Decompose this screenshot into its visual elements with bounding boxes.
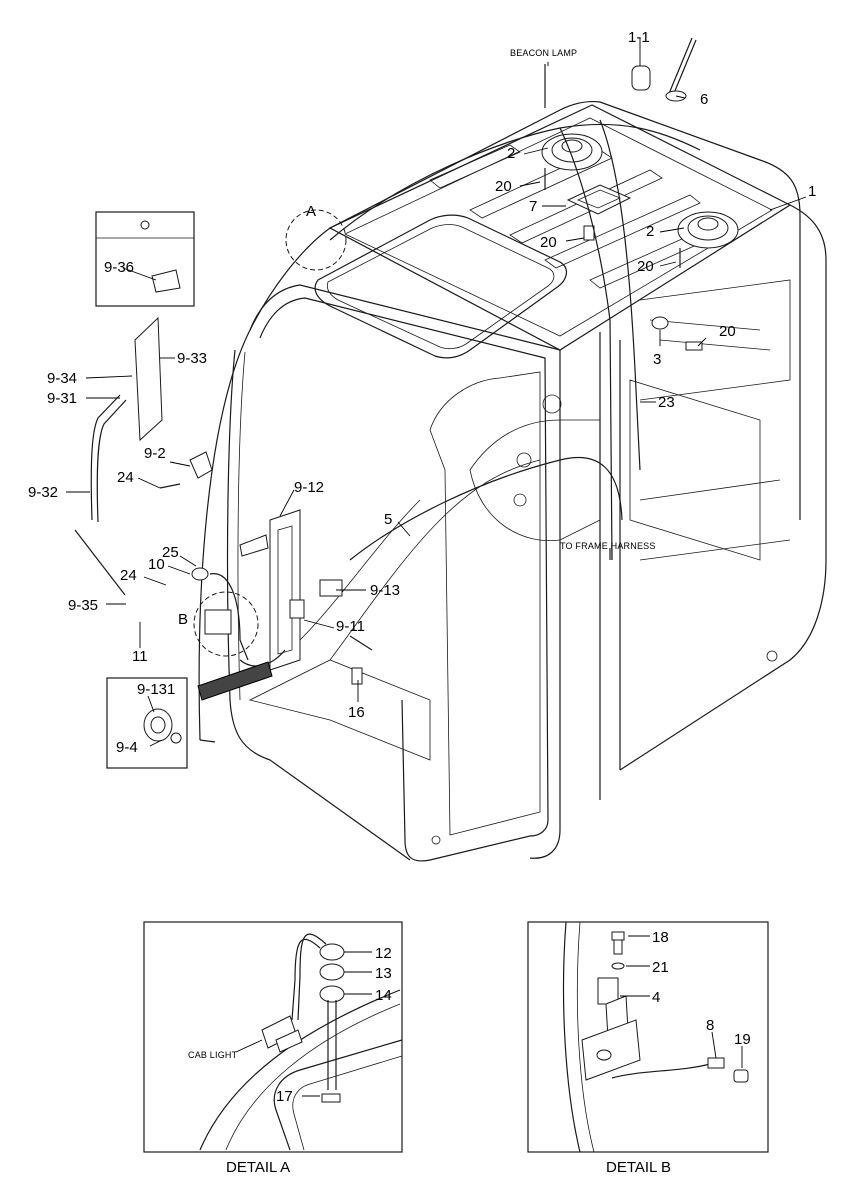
- detail-a-caption: DETAIL A: [226, 1159, 290, 1176]
- detail-b-callout-8: 8: [706, 1017, 714, 1034]
- cab-body-drawing: [198, 100, 827, 862]
- direction-arrow: [197, 661, 273, 701]
- callout-20-d: 20: [719, 323, 736, 340]
- note-beacon-lamp: BEACON LAMP: [510, 48, 577, 58]
- callout-24-a: 24: [117, 469, 134, 486]
- detail-b-callout-4: 4: [652, 989, 660, 1006]
- callout-2-right: 2: [646, 223, 654, 240]
- callout-9-12: 9-12: [294, 479, 324, 496]
- detail-b-marker: B: [178, 611, 188, 628]
- callout-9-4: 9-4: [116, 739, 138, 756]
- callout-1-1: 1-1: [628, 29, 650, 46]
- callout-9-31: 9-31: [47, 390, 77, 407]
- inset-box-9-131: [106, 677, 188, 769]
- detail-b-callout-19: 19: [734, 1031, 751, 1048]
- callout-3: 3: [653, 351, 661, 368]
- callout-9-35: 9-35: [68, 597, 98, 614]
- callout-9-11: 9-11: [336, 618, 365, 635]
- speaker-right: [677, 211, 739, 268]
- callout-20-b: 20: [540, 234, 557, 251]
- callout-9-13: 9-13: [370, 582, 400, 599]
- callout-1: 1: [808, 183, 816, 200]
- callout-9-2: 9-2: [144, 445, 166, 462]
- note-to-frame-harness: TO FRAME HARNESS: [560, 541, 656, 551]
- harness-connector-3: [651, 316, 703, 351]
- detail-b-circle: B: [178, 591, 259, 657]
- detail-b-callout-18: 18: [652, 929, 669, 946]
- callout-labels: 1-1 6 1 2 20 7 20 2 20 3 20 23 9-36 9-33…: [28, 29, 816, 756]
- callout-2-top: 2: [507, 145, 515, 162]
- detail-b-callout-21: 21: [652, 959, 669, 976]
- callout-23: 23: [658, 394, 675, 411]
- callout-9-36: 9-36: [104, 259, 134, 276]
- detail-b-panel: 18 21 4 8 19: [527, 921, 769, 1153]
- callout-16: 16: [348, 704, 365, 721]
- wiring-harness: [329, 119, 701, 561]
- inset-box-9-36: [95, 211, 195, 307]
- side-mirror-assembly: [74, 316, 213, 596]
- detail-a-callout-14: 14: [375, 987, 392, 1004]
- detail-a-callout-13: 13: [375, 965, 392, 982]
- callout-6: 6: [700, 91, 708, 108]
- callout-10: 10: [148, 556, 165, 573]
- switch-panel-assembly: [191, 509, 373, 685]
- speaker-left: [541, 133, 603, 190]
- callout-7: 7: [529, 198, 537, 215]
- detail-a-callout-12: 12: [375, 945, 392, 962]
- note-cab-light: CAB LIGHT: [188, 1050, 238, 1060]
- callout-20-c: 20: [637, 258, 654, 275]
- detail-a-callout-17: 17: [276, 1088, 293, 1105]
- callout-24-b: 24: [120, 567, 137, 584]
- detail-a-marker: A: [306, 203, 316, 220]
- callout-9-131: 9-131: [137, 681, 175, 698]
- callout-9-33: 9-33: [177, 350, 207, 367]
- leader-lines: [66, 38, 807, 747]
- callout-20-a: 20: [495, 178, 512, 195]
- detail-a-circle: A: [285, 203, 347, 271]
- callout-9-34: 9-34: [47, 370, 77, 387]
- callout-9-32: 9-32: [28, 484, 58, 501]
- callout-5: 5: [384, 511, 392, 528]
- detail-b-caption: DETAIL B: [606, 1159, 671, 1176]
- room-lamp: [566, 184, 632, 241]
- callout-11: 11: [132, 648, 148, 665]
- callout-25: 25: [162, 544, 179, 561]
- detail-a-panel: 12 13 14 17 CAB LIGHT: [143, 921, 403, 1153]
- antenna-assembly: [544, 37, 697, 108]
